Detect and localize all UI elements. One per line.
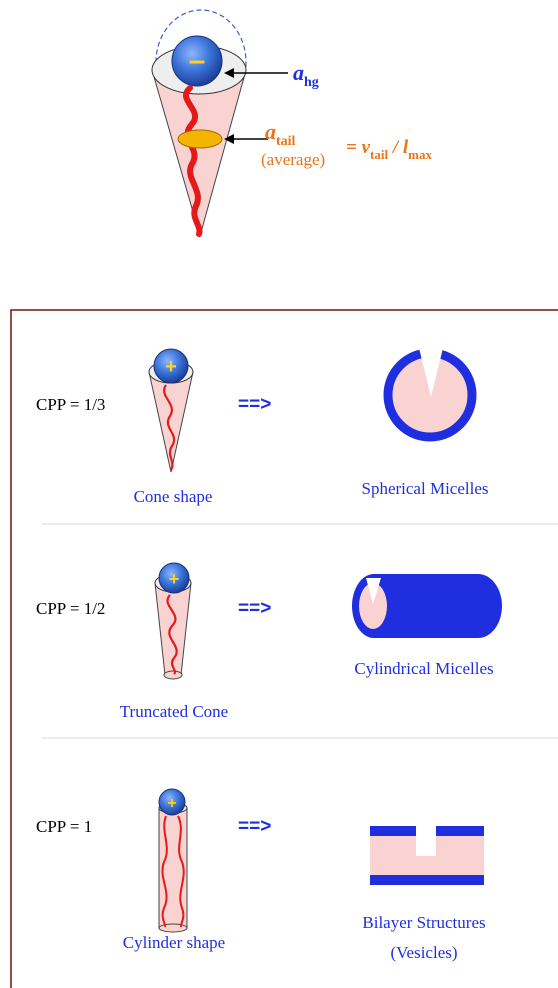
row-truncated-cone: CPP = 1/2 + ==> Truncated Cone Cylindric… <box>36 563 502 721</box>
atail-label: atail <box>265 119 296 149</box>
tail-cross-section-ellipse <box>178 130 222 148</box>
arrow: ==> <box>238 816 271 837</box>
bilayer-top-layer-left <box>370 826 416 836</box>
truncated-cone-head-sign: + <box>169 569 180 589</box>
bilayer-bottom-layer <box>370 875 484 885</box>
top-head-sign: – <box>189 44 206 77</box>
cylinder-head-sign: + <box>167 795 176 812</box>
cpp-label: CPP = 1/3 <box>36 395 105 414</box>
row-cylinder: CPP = 1 + ==> Cylinder shape Bilayer Str… <box>36 789 486 962</box>
bilayer-top-layer-right <box>436 826 484 836</box>
shape-label: Cylinder shape <box>123 933 225 952</box>
result-label-line-1: Bilayer Structures <box>362 913 485 932</box>
cpp-label: CPP = 1/2 <box>36 599 105 618</box>
result-label-line-2: (Vesicles) <box>390 943 457 962</box>
row-cone: CPP = 1/3 + ==> Cone shape Spherical Mic… <box>36 348 489 506</box>
shape-label: Cone shape <box>134 487 213 506</box>
arrow: ==> <box>238 394 271 415</box>
top-surfactant-diagram: – ahg atail (average) = vtail / lmax <box>152 10 432 236</box>
average-label: (average) <box>261 150 325 169</box>
bilayer-notch <box>416 826 436 856</box>
ahg-label: ahg <box>293 60 319 90</box>
cpp-label: CPP = 1 <box>36 817 92 836</box>
result-label: Cylindrical Micelles <box>354 659 493 678</box>
truncated-cone-bottom <box>164 671 182 679</box>
shape-label: Truncated Cone <box>120 702 228 721</box>
top-cone-body <box>152 70 246 236</box>
tail-area-equation: = vtail / lmax <box>346 137 432 162</box>
cylinder-bottom <box>159 924 187 932</box>
arrow: ==> <box>238 598 271 619</box>
cone-head-sign: + <box>165 356 177 378</box>
result-label: Spherical Micelles <box>362 479 489 498</box>
